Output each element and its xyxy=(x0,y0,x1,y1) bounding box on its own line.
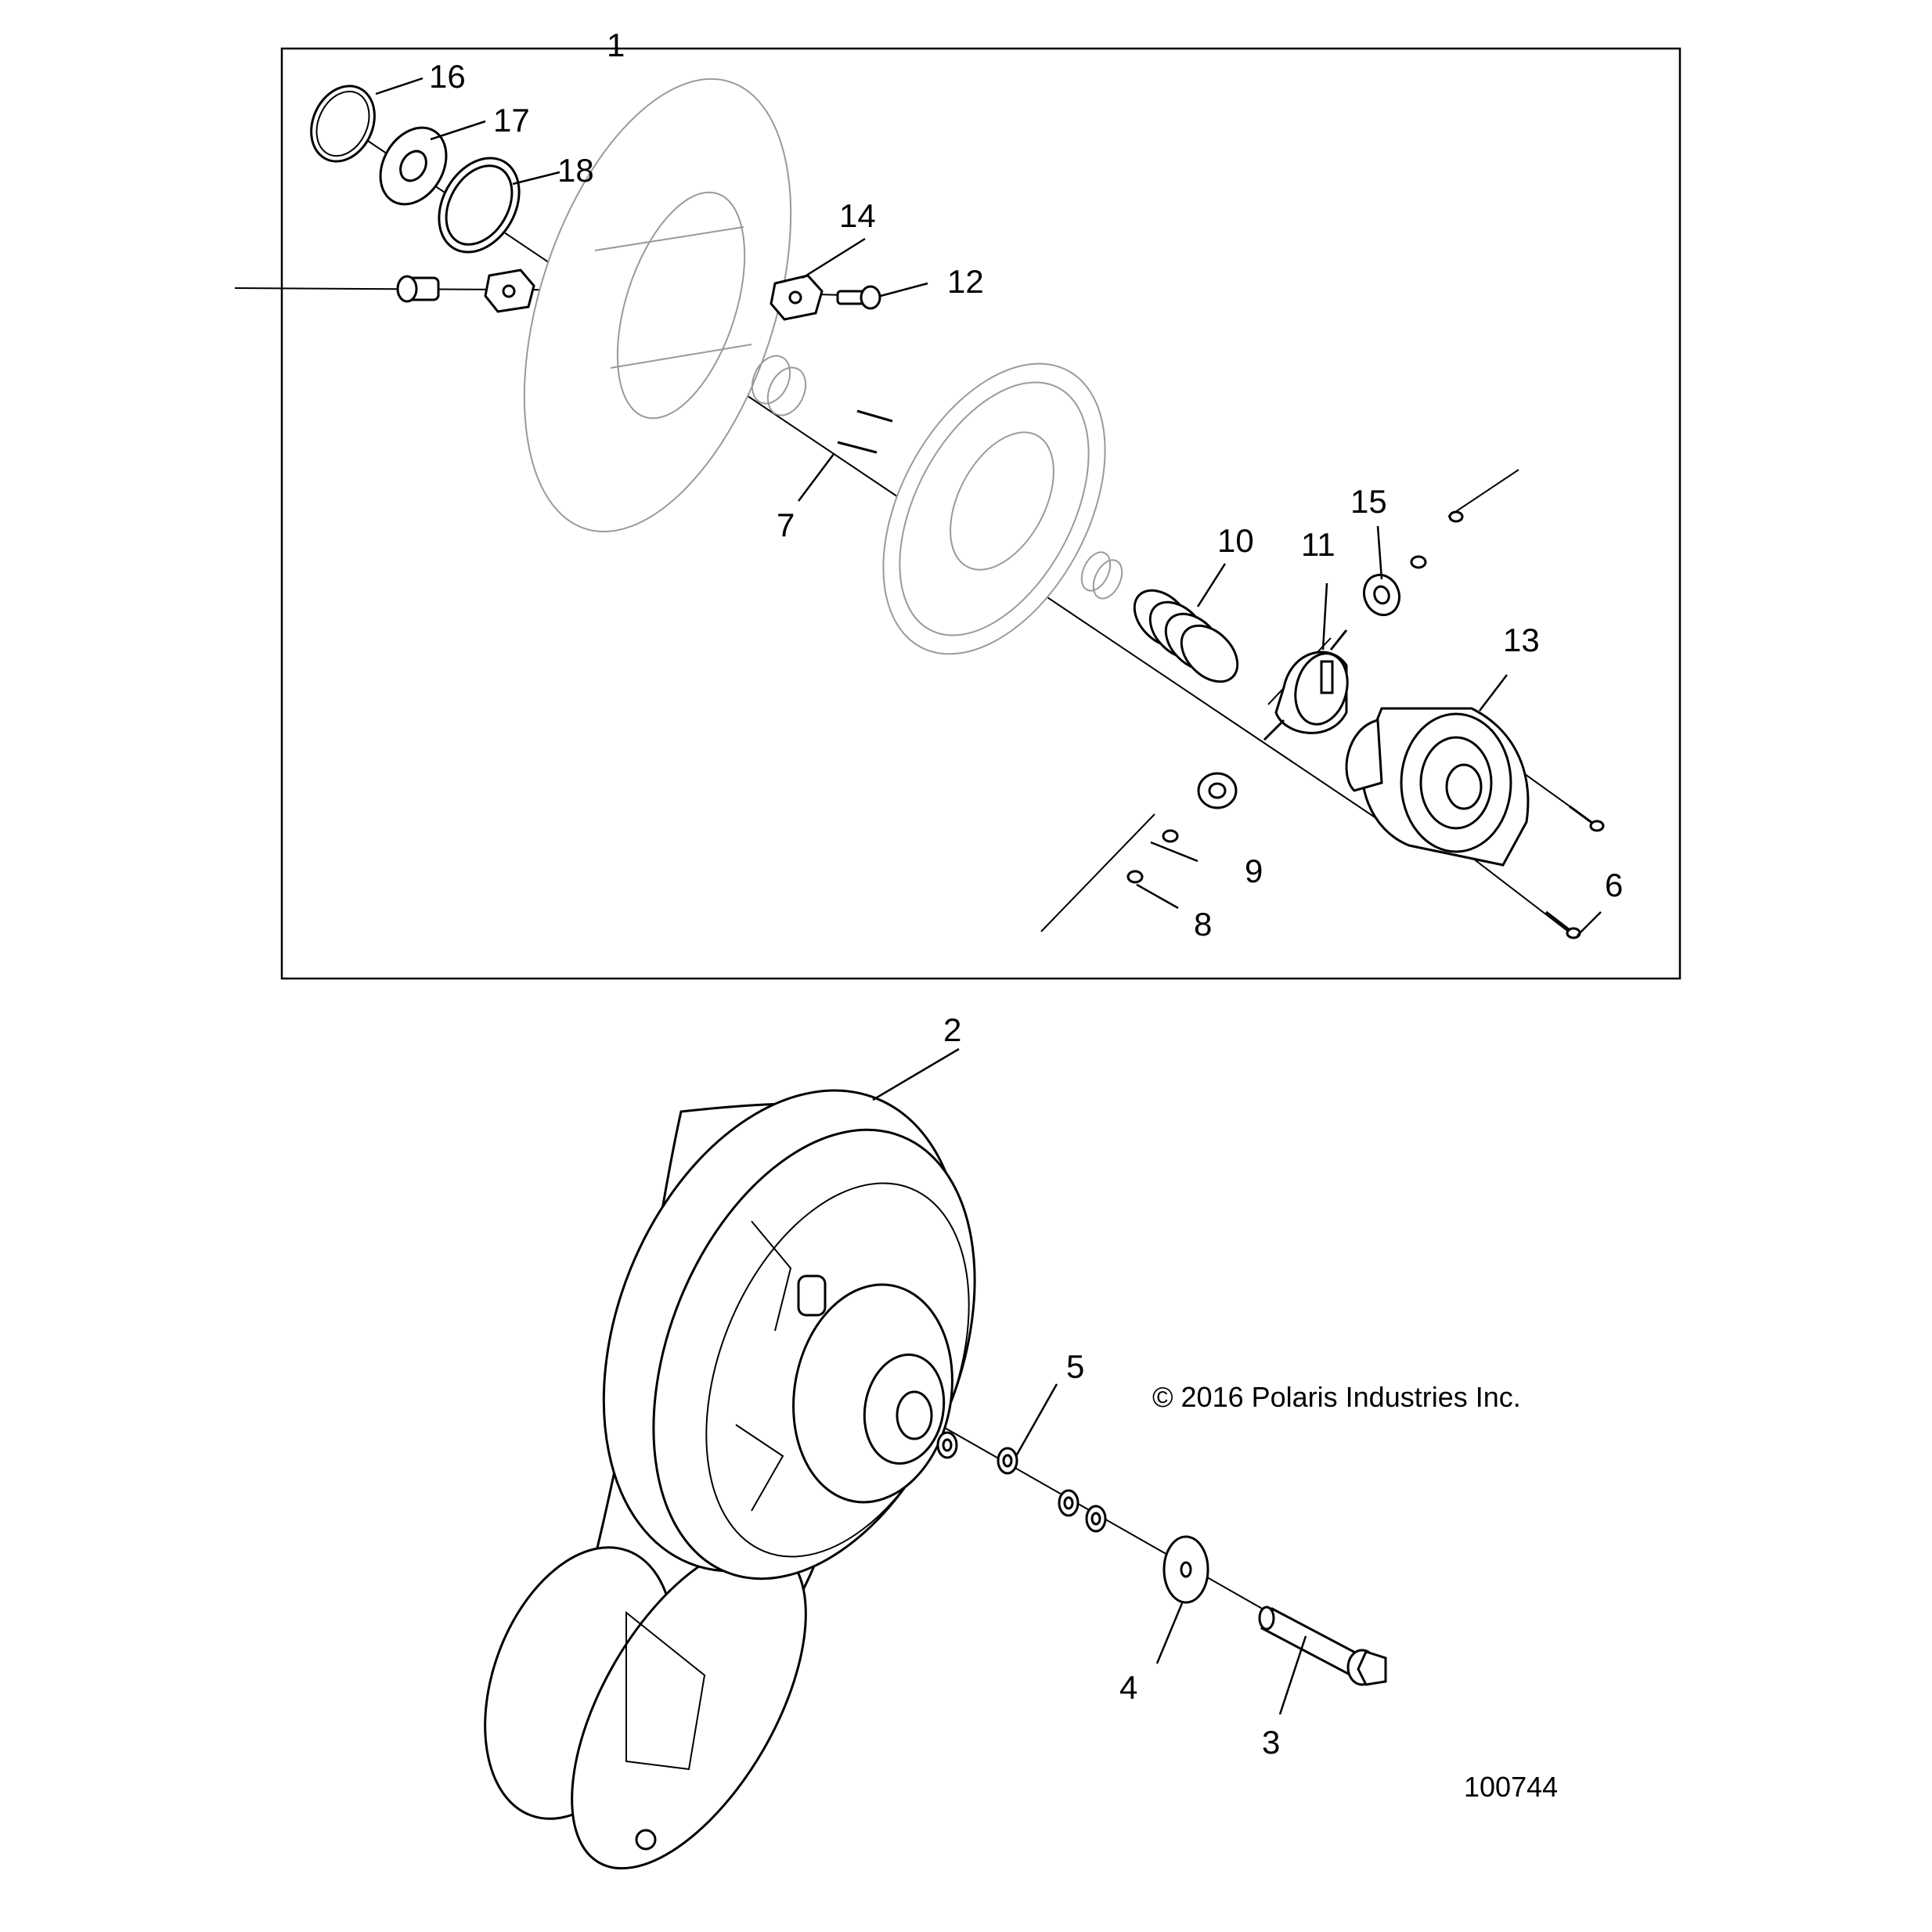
callout-17: 17 xyxy=(493,102,530,139)
kit-boundary-box xyxy=(280,47,1681,980)
callout-8: 8 xyxy=(1194,906,1212,943)
sheave-bushing-part xyxy=(751,355,807,416)
thrust-washer-part xyxy=(379,126,448,206)
figure-id: 100744 xyxy=(1464,1771,1558,1803)
roller-lower-part xyxy=(1197,772,1238,809)
retaining-ring-part xyxy=(310,85,376,163)
clutch-bolt-part xyxy=(1258,1606,1387,1686)
moveable-sheave-part xyxy=(523,77,792,533)
helix-part xyxy=(1263,629,1349,741)
clip-upper-part xyxy=(1410,510,1464,569)
callout-2: 2 xyxy=(943,1011,961,1048)
shim-part xyxy=(438,157,521,254)
button-block-left-part xyxy=(484,269,535,313)
button-block-part xyxy=(770,274,824,321)
lower-assembly-axis xyxy=(939,1424,1277,1617)
callout-5: 5 xyxy=(1066,1348,1084,1385)
callout-1: 1 xyxy=(607,27,625,63)
driven-clutch-part xyxy=(602,1089,976,1581)
callout-16: 16 xyxy=(429,58,466,95)
leader-lines xyxy=(375,47,1602,1715)
button-screw-part xyxy=(836,285,881,310)
callout-10: 10 xyxy=(1217,522,1254,559)
flat-washer-part xyxy=(1162,1535,1209,1604)
copyright-notice: © 2016 Polaris Industries Inc. xyxy=(1152,1381,1521,1413)
cover-screws-part xyxy=(1545,805,1605,939)
callout-12: 12 xyxy=(947,263,984,300)
spider-sheave-part xyxy=(882,362,1106,655)
clip-lower-part xyxy=(1126,829,1179,884)
drive-clutch-part xyxy=(484,1543,807,1870)
callout-7: 7 xyxy=(777,506,795,543)
spring-bushing-part xyxy=(1080,551,1123,600)
callout-14: 14 xyxy=(839,197,876,234)
callout-4: 4 xyxy=(1119,1669,1137,1706)
callout-13: 13 xyxy=(1503,622,1540,658)
callout-11: 11 xyxy=(1301,526,1335,563)
roller-pin-part xyxy=(396,275,440,303)
callout-labels: 1 16 17 18 14 12 7 10 11 15 13 9 8 6 2 5… xyxy=(429,27,1623,1761)
shim-washers-part xyxy=(936,1431,1107,1533)
callout-3: 3 xyxy=(1262,1724,1280,1761)
dowel-pins-part xyxy=(837,409,893,454)
callout-18: 18 xyxy=(557,152,594,189)
callout-15: 15 xyxy=(1350,483,1387,520)
callout-6: 6 xyxy=(1605,867,1623,903)
clutch-cover-part xyxy=(1345,707,1530,867)
callout-9: 9 xyxy=(1245,852,1263,889)
compression-spring-part xyxy=(1133,589,1239,683)
roller-upper-part xyxy=(1362,573,1401,617)
